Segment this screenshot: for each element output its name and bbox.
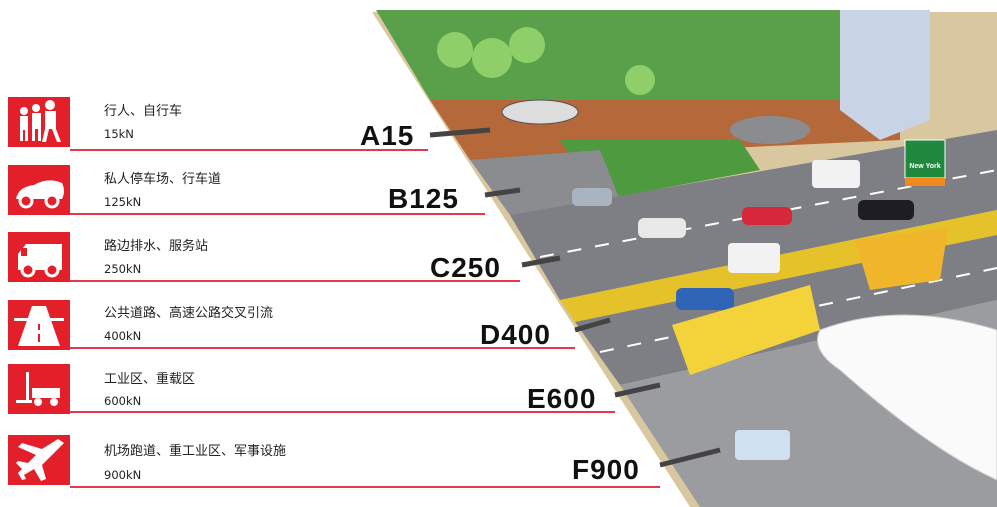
divider-line xyxy=(70,149,428,151)
class-load: 400kN xyxy=(104,329,142,343)
class-description: 机场跑道、重工业区、军事设施 xyxy=(104,444,287,459)
class-load: 125kN xyxy=(104,195,142,209)
crane-truck xyxy=(672,285,820,375)
car xyxy=(676,288,734,310)
class-description: 行人、自行车 xyxy=(104,104,183,119)
fountain xyxy=(501,99,579,125)
divider-line xyxy=(70,486,660,488)
highway-icon xyxy=(8,300,70,350)
divider-line xyxy=(70,213,485,215)
dump-truck xyxy=(855,228,948,290)
class-code: D400 xyxy=(480,319,551,350)
van xyxy=(728,243,780,273)
class-description: 路边排水、服务站 xyxy=(104,239,209,254)
building xyxy=(840,10,930,140)
class-code: C250 xyxy=(430,252,501,283)
car xyxy=(572,188,612,206)
tree xyxy=(509,27,545,63)
class-description: 私人停车场、行车道 xyxy=(104,172,222,187)
truck-icon xyxy=(8,232,70,282)
pipes xyxy=(429,127,721,468)
divider-line xyxy=(70,347,575,349)
grass-area xyxy=(376,10,860,100)
tree xyxy=(437,32,473,68)
class-load: 250kN xyxy=(104,262,142,276)
tree xyxy=(625,65,655,95)
class-code: F900 xyxy=(572,454,640,485)
roundabout xyxy=(730,116,810,144)
car xyxy=(742,207,792,225)
divider-line xyxy=(70,280,520,282)
airplane-icon xyxy=(8,435,70,485)
car xyxy=(858,200,914,220)
van xyxy=(812,160,860,188)
car-icon xyxy=(8,165,70,215)
class-code: B125 xyxy=(388,183,459,214)
car xyxy=(638,218,686,238)
class-description: 工业区、重载区 xyxy=(104,372,196,387)
tree xyxy=(472,38,512,78)
pedestrian-family-icon xyxy=(8,97,70,147)
sign-text: New York xyxy=(909,163,940,170)
baggage-cart xyxy=(735,430,790,460)
class-load: 15kN xyxy=(104,127,134,141)
class-load: 600kN xyxy=(104,394,142,408)
class-code: A15 xyxy=(360,120,415,151)
highway-sign: New York xyxy=(904,139,946,186)
class-load: 900kN xyxy=(104,468,142,482)
class-code: E600 xyxy=(527,383,597,414)
divider-line xyxy=(70,411,615,413)
class-description: 公共道路、高速公路交叉引流 xyxy=(104,306,274,321)
forklift-icon xyxy=(8,364,70,414)
airplane xyxy=(817,314,997,481)
